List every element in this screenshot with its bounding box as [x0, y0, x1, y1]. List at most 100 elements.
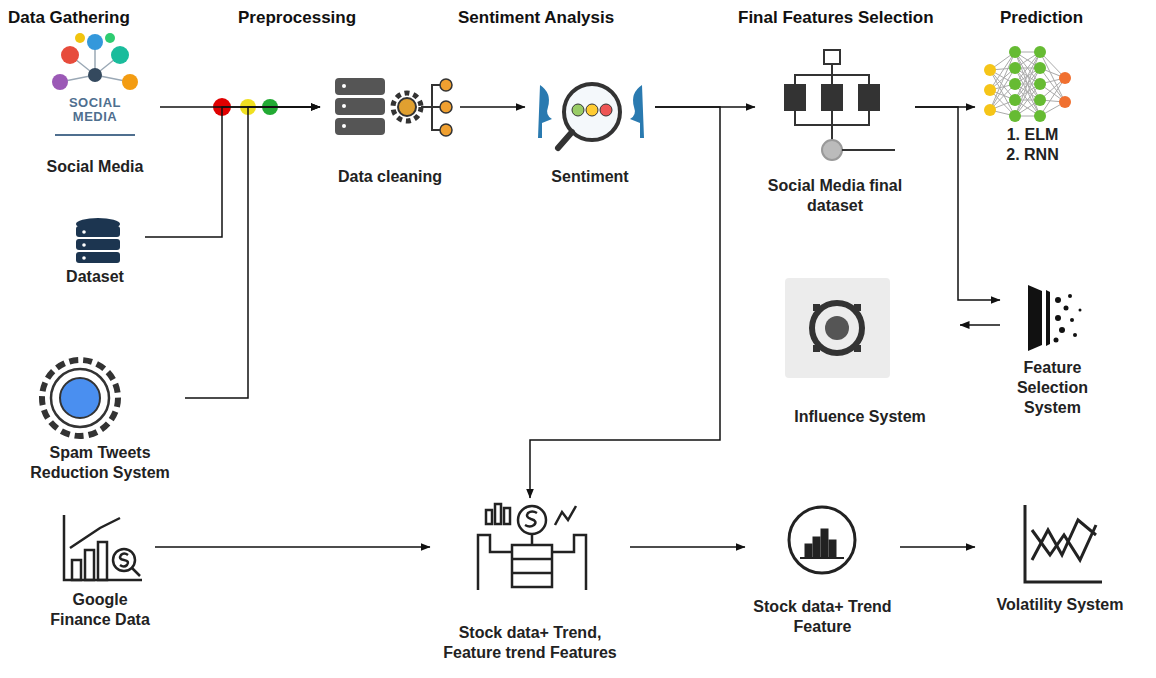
dataset-icon-part: [82, 256, 86, 260]
source-node: Dataset: [45, 215, 145, 287]
social-media-icon: [52, 33, 138, 135]
stock-merge-icon-part: [552, 535, 586, 590]
stock-merge-icon: [478, 504, 586, 590]
google-finance-icon-part: [85, 550, 94, 580]
dataset-node: Social Media final dataset: [755, 48, 915, 216]
neural-net-icon-part: [1034, 94, 1046, 106]
neural-net-icon-part: [1034, 78, 1046, 90]
google-finance-icon-part: [113, 549, 135, 571]
stock-trend-icon-part: [830, 541, 835, 557]
stock-merge-icon-part: [525, 512, 537, 527]
sentiment-icon-part: [538, 85, 552, 138]
final-dataset-icon-part: [831, 75, 833, 85]
final-dataset-icon-part: [859, 85, 879, 110]
system-node: Feature Selection System: [1000, 278, 1105, 418]
google-finance-icon-part: [72, 560, 81, 580]
neural-net-icon-part: [1009, 94, 1021, 106]
system-node: Volatility System: [975, 505, 1145, 615]
google-finance-icon-part: [132, 568, 140, 576]
stock-merge-icon-part: [512, 545, 552, 587]
data-cleaning-icon-part: [432, 106, 440, 108]
dataset-icon-part: [82, 230, 86, 234]
node-caption: Sentiment: [525, 167, 655, 187]
dataset-icon-part: [76, 226, 120, 237]
feature-selection-icon-part: [1046, 290, 1050, 346]
feature-node: Stock data+ Trend, Feature trend Feature…: [430, 498, 630, 663]
flow-arrow: [155, 546, 430, 548]
influence-icon-part: [785, 278, 890, 378]
neural-net-icon-part: [984, 104, 996, 116]
feature-selection-icon-part: [1054, 338, 1059, 343]
data-cleaning-icon-part: [398, 98, 416, 116]
model-node: 1. ELM2. RNN: [975, 40, 1090, 165]
sentiment-icon-part: [630, 85, 644, 138]
system-node: Spam Tweets Reduction System: [15, 355, 185, 483]
influence-icon-part: [854, 345, 861, 352]
influence-icon-part: [813, 345, 820, 352]
google-finance-icon-part: [98, 542, 107, 580]
neural-net-icon-part: [1009, 78, 1021, 90]
feature-selection-icon-part: [1028, 285, 1042, 351]
neural-net-icon-part: [984, 84, 996, 96]
process-node: Data cleaning: [320, 72, 460, 187]
spam-reduction-icon-part: [60, 378, 100, 418]
column-heading: Prediction: [1000, 8, 1083, 28]
final-dataset-icon-part: [785, 85, 805, 110]
volatility-icon-part: [1032, 525, 1096, 560]
feature-selection-icon-part: [1068, 294, 1072, 298]
final-dataset-icon-part: [824, 50, 840, 64]
stock-merge-icon-part: [486, 510, 492, 524]
final-dataset-icon-part: [842, 149, 895, 151]
stock-trend-icon-part: [822, 530, 827, 557]
node-caption: 2. RNN: [975, 145, 1090, 165]
google-finance-icon-part: [64, 515, 142, 580]
data-cleaning-icon-part: [342, 104, 346, 108]
flow-arrow: [630, 546, 745, 548]
flow-arrow: [900, 546, 975, 548]
column-heading: Preprocessing: [238, 8, 356, 28]
node-caption: 1. ELM: [975, 125, 1090, 145]
neural-net-icon-part: [1059, 72, 1071, 84]
neural-net-icon-part: [984, 64, 996, 76]
node-caption: Social Media final dataset: [755, 176, 915, 216]
final-dataset-icon: [785, 50, 895, 160]
data-cleaning-icon-part: [342, 124, 346, 128]
dataset-icon: [76, 218, 120, 263]
node-caption: Stock data+ Trend, Feature trend Feature…: [430, 623, 630, 663]
process-node: Sentiment: [525, 75, 655, 187]
flow-arrow: [960, 324, 1000, 326]
feature-selection-icon-part: [1064, 306, 1069, 311]
neural-net-icon-part: [1009, 110, 1021, 122]
final-dataset-icon-part: [831, 110, 833, 140]
sentiment-icon-part: [572, 104, 584, 116]
neural-net-icon-part: [1015, 68, 1040, 116]
sentiment-icon-part: [558, 132, 572, 148]
social-media-icon-part: [122, 74, 138, 90]
spam-reduction-icon-part: [42, 360, 118, 436]
data-cleaning-icon-part: [432, 107, 440, 130]
influence-icon: [785, 278, 890, 378]
feature-selection-icon-part: [1073, 333, 1077, 337]
flow-arrow: [530, 107, 720, 498]
data-cleaning-icon: [335, 78, 452, 136]
stock-merge-icon-part: [478, 535, 512, 590]
data-cleaning-icon-part: [440, 124, 452, 136]
final-dataset-icon-part: [822, 140, 842, 160]
source-node: Google Finance Data: [45, 510, 155, 630]
social-media-icon-part: [55, 134, 135, 136]
influence-icon-part: [812, 303, 862, 353]
final-dataset-icon-part: [795, 75, 869, 85]
google-finance-icon-part: [120, 554, 128, 567]
dataset-icon-part: [76, 239, 120, 250]
social-media-icon-part: [75, 33, 85, 43]
neural-net-icon-part: [1034, 46, 1046, 58]
social-media-icon-part: [52, 74, 68, 90]
data-cleaning-icon-part: [335, 118, 385, 135]
node-caption: Volatility System: [975, 595, 1145, 615]
volatility-icon-part: [1025, 505, 1102, 582]
icon-text: SOCIAL MEDIA: [58, 96, 132, 123]
node-caption: Social Media: [30, 157, 160, 177]
node-caption: Influence System: [760, 407, 960, 427]
source-node: Social Media: [30, 35, 160, 177]
